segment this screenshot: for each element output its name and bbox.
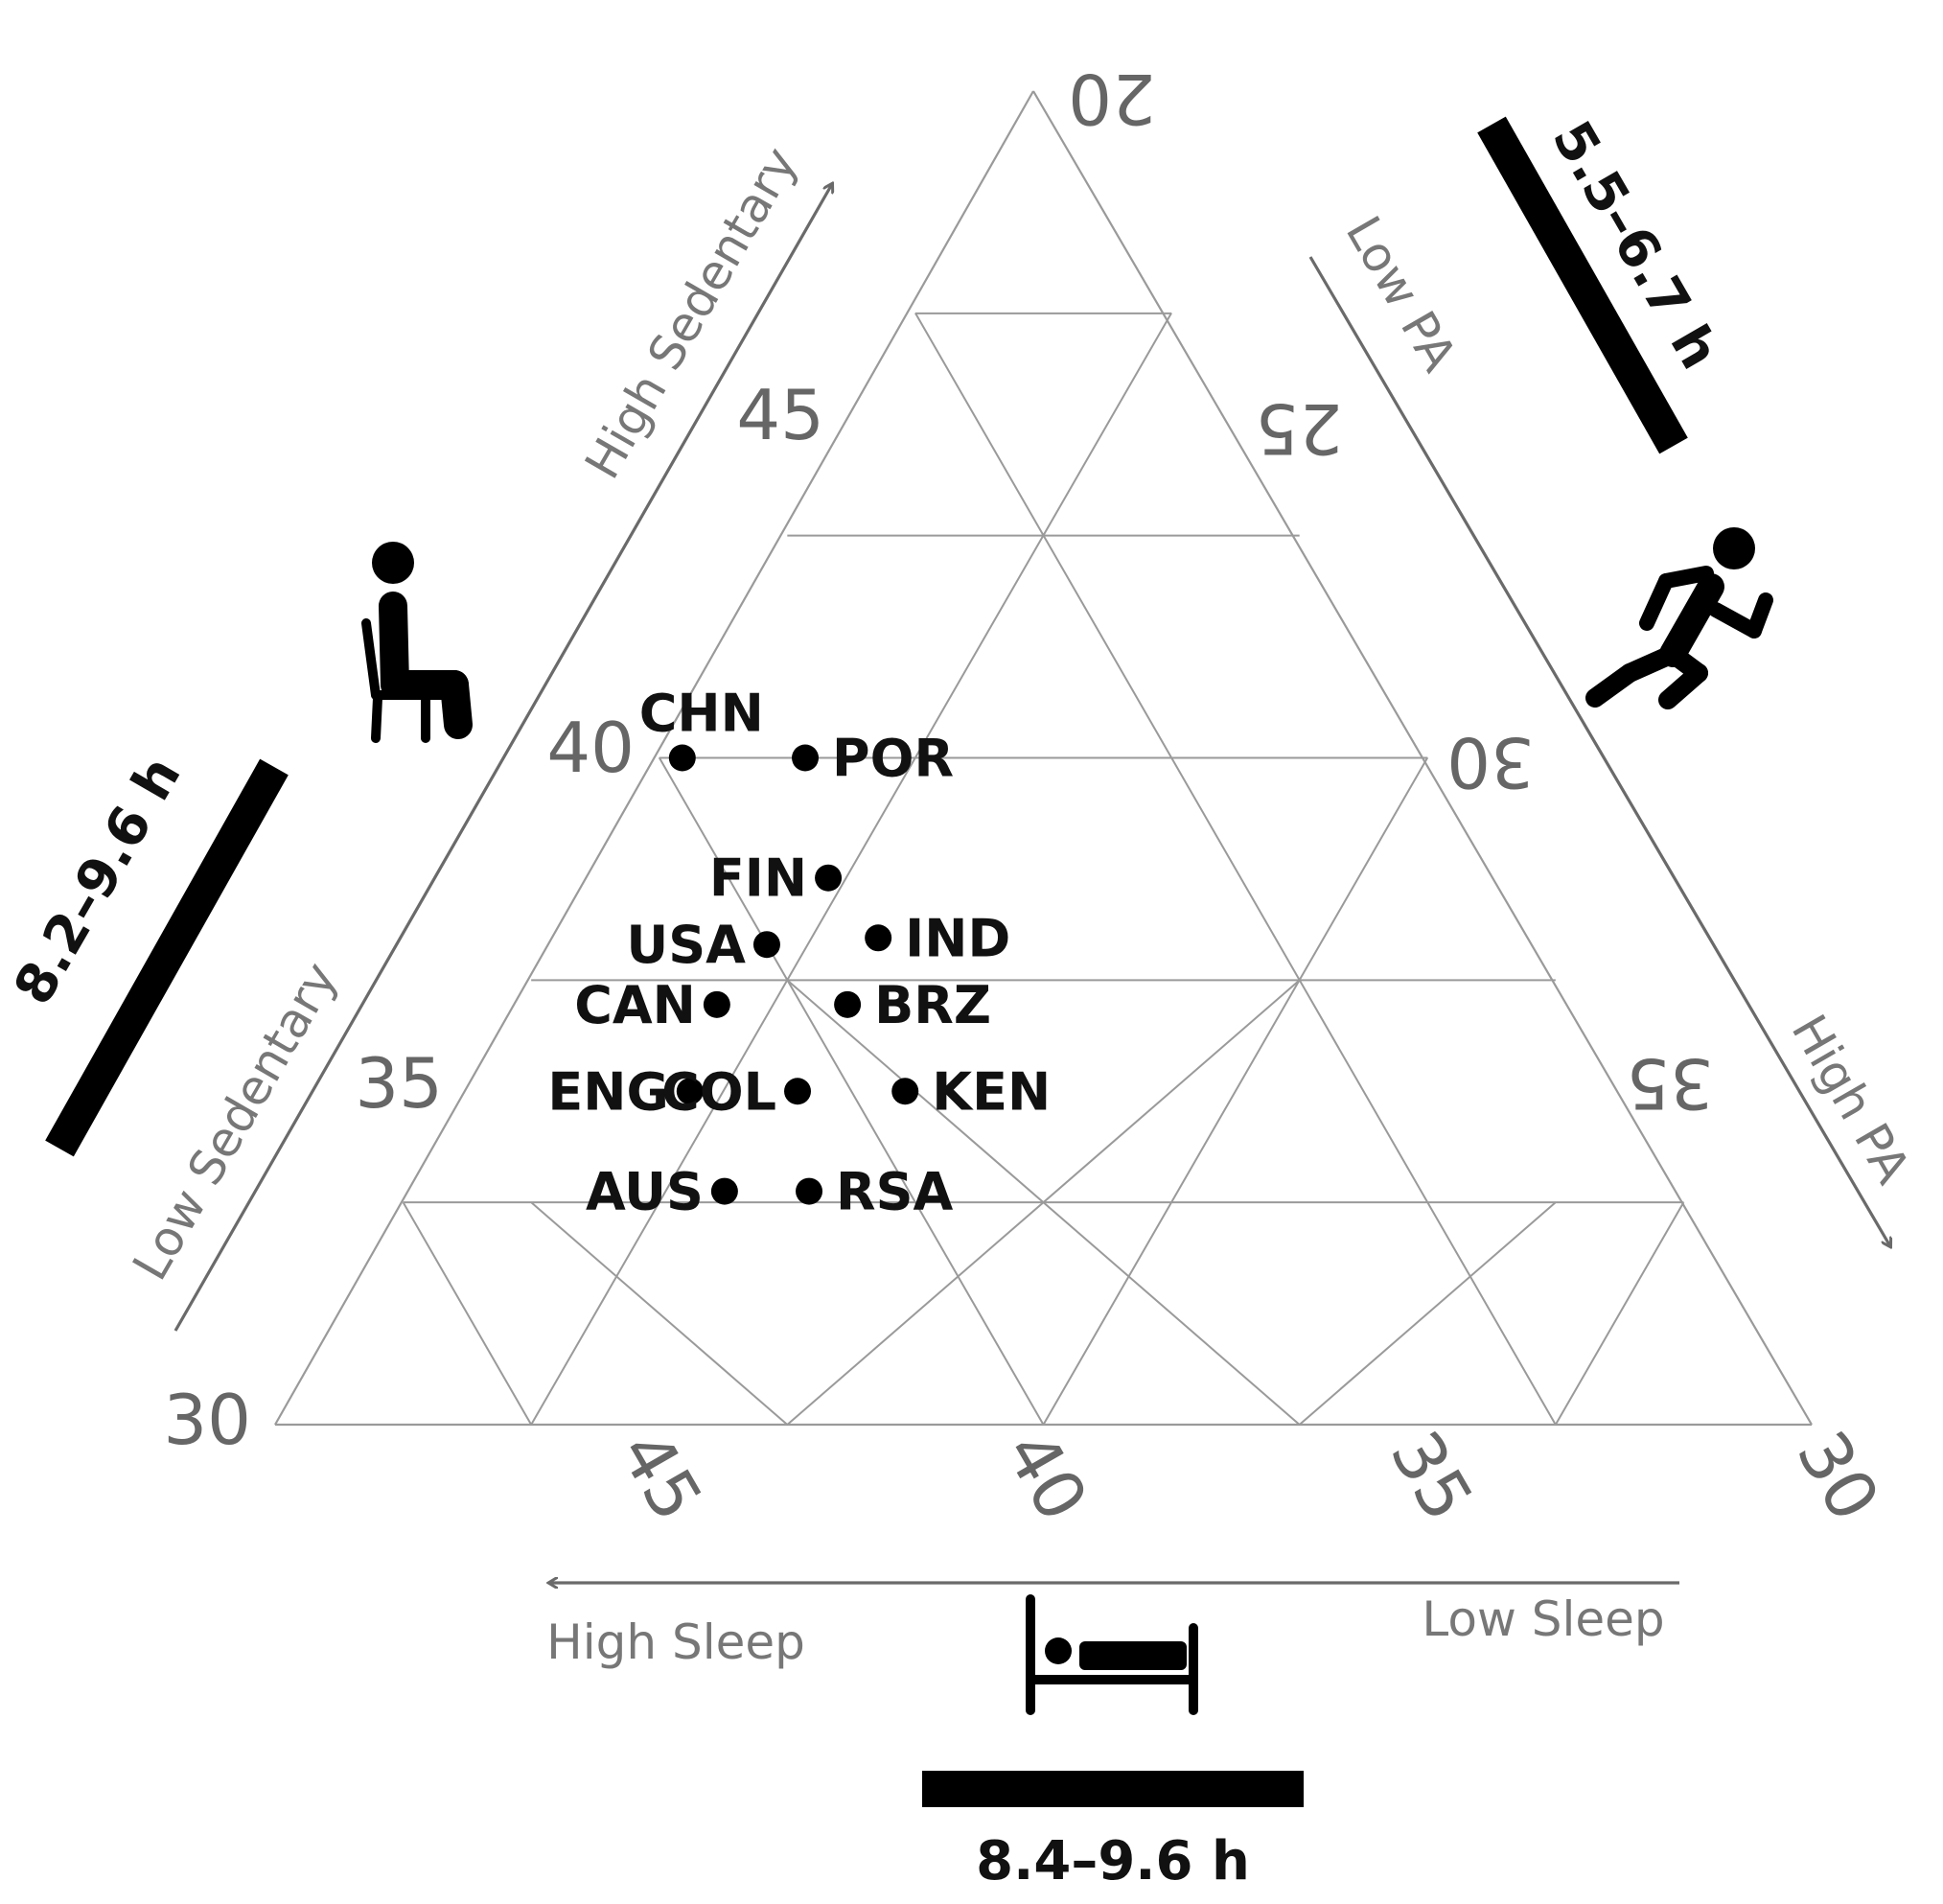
sedentary-tick-45: 45	[736, 375, 824, 455]
low-sleep-label: Low Sleep	[1422, 1591, 1664, 1647]
pa-range-bar	[1477, 116, 1688, 454]
grid-r-odd-3	[1042, 756, 1429, 1426]
sleep-range-bar	[922, 1771, 1304, 1807]
grid-l-odd-3	[658, 756, 1045, 1426]
point-brz	[834, 990, 862, 1018]
point-rsa	[796, 1177, 823, 1205]
sedentary-range-bar	[45, 758, 289, 1157]
grid-right-parallel-2	[1299, 1201, 1557, 1426]
point-col	[784, 1078, 812, 1105]
point-usa	[752, 931, 780, 959]
sedentary-tick-35: 35	[355, 1043, 443, 1124]
sleep-tick-labels: 45 40 35 30	[604, 1418, 1895, 1534]
point-ken	[891, 1078, 919, 1105]
point-ind	[865, 924, 892, 952]
grid-l-odd-1	[914, 312, 1557, 1426]
pa-tick-labels: 20 25 30 35	[1068, 58, 1714, 1124]
label-rsa: RSA	[836, 1162, 953, 1222]
grid-left-parallel-2	[530, 1201, 788, 1426]
label-ken: KEN	[932, 1061, 1051, 1122]
label-ind: IND	[905, 908, 1010, 968]
label-por: POR	[832, 729, 954, 789]
sleep-tick-35: 35	[1375, 1418, 1489, 1534]
pa-axis-arrow	[1308, 256, 1890, 1246]
sedentary-axis-arrow	[173, 184, 832, 1332]
point-aus	[710, 1177, 738, 1205]
label-fin: FIN	[709, 848, 807, 909]
sedentary-tick-labels: 30 35 40 45	[163, 375, 824, 1460]
grid-l-odd-5	[402, 1201, 533, 1426]
label-chn: CHN	[639, 684, 764, 744]
point-eng	[676, 1078, 704, 1105]
point-chn	[668, 744, 696, 772]
pa-tick-35: 35	[1626, 1043, 1714, 1124]
sleep-range: 8.4–9.6 h	[922, 1771, 1304, 1892]
sleep-range-label: 8.4–9.6 h	[976, 1830, 1250, 1892]
sedentary-tick-40: 40	[546, 708, 635, 788]
low-pa-label: Low PA	[1335, 207, 1468, 381]
label-aus: AUS	[586, 1162, 704, 1222]
bed-icon	[1026, 1594, 1198, 1715]
label-brz: BRZ	[874, 975, 991, 1035]
point-fin	[815, 864, 843, 892]
sedentary-tick-30: 30	[163, 1380, 251, 1460]
high-pa-label: High PA	[1781, 1006, 1921, 1193]
pa-tick-30: 30	[1446, 722, 1535, 802]
label-eng: ENG	[547, 1061, 668, 1122]
point-por	[792, 744, 820, 772]
label-can: CAN	[574, 975, 696, 1035]
pa-tick-25: 25	[1255, 388, 1343, 469]
grid-r-odd-5	[1554, 1201, 1685, 1426]
pa-range: 5.5–6.7 h	[1477, 111, 1731, 454]
label-col: COL	[661, 1061, 776, 1122]
point-can	[703, 990, 730, 1018]
triangle-grid	[274, 90, 1813, 1427]
sitting-person-icon	[361, 542, 473, 743]
running-person-icon	[1585, 527, 1773, 709]
sleep-tick-45: 45	[604, 1418, 718, 1534]
pa-tick-20: 20	[1068, 58, 1156, 139]
sleep-tick-40: 40	[989, 1418, 1103, 1534]
high-sleep-label: High Sleep	[546, 1614, 805, 1670]
triangle-edge-left	[274, 90, 1034, 1426]
grid-r-odd-1	[530, 312, 1172, 1426]
sleep-tick-30: 30	[1781, 1418, 1895, 1534]
label-usa: USA	[626, 915, 746, 975]
